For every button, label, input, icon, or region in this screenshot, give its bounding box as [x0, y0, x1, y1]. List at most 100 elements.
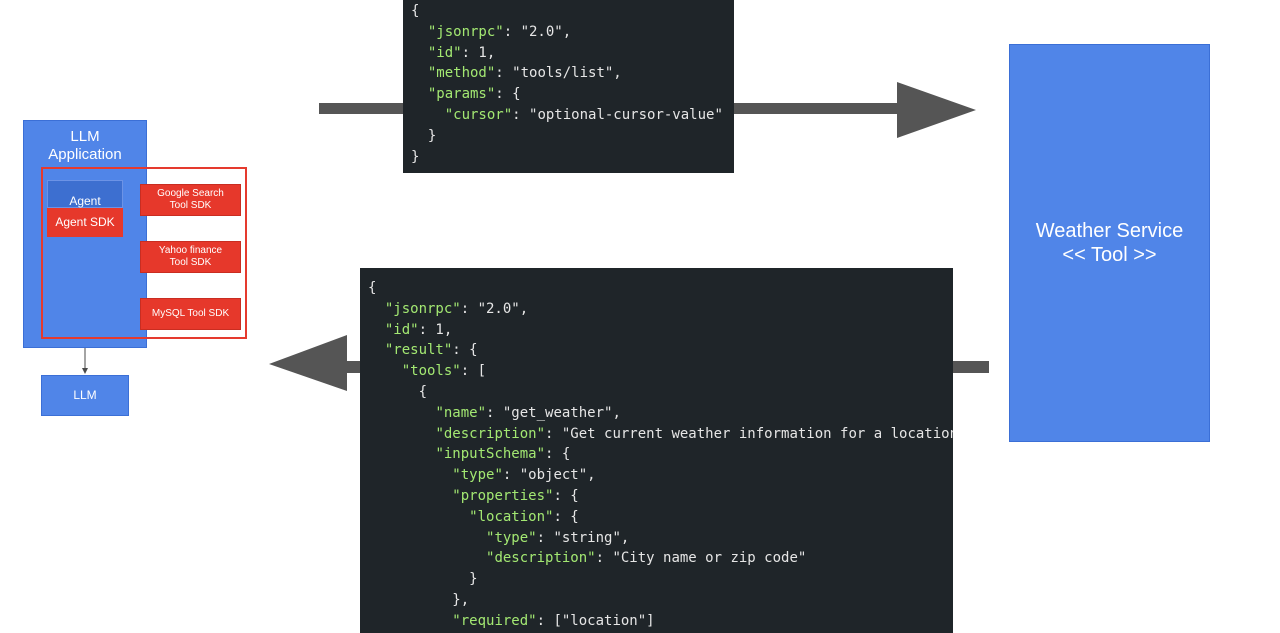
weather-service-box: Weather Service << Tool >> — [1009, 44, 1210, 442]
code-key: "description" — [486, 550, 596, 567]
code-line: "id": 1, — [411, 43, 734, 64]
code-text: : { — [553, 487, 579, 504]
code-text: : { — [452, 342, 478, 359]
code-text — [411, 86, 428, 102]
weather-service-stereotype: << Tool >> — [1062, 244, 1157, 266]
code-line: { — [368, 382, 953, 403]
code-key: "method" — [427, 65, 496, 82]
code-text: : "City name or zip code" — [595, 550, 807, 567]
code-line: "properties": { — [368, 486, 953, 507]
code-line: "name": "get_weather", — [368, 403, 953, 424]
code-text: : "2.0", — [460, 300, 529, 317]
code-line: }, — [368, 590, 953, 611]
code-text — [368, 488, 452, 504]
code-line: "description": "Get current weather info… — [368, 424, 953, 445]
code-text — [368, 550, 486, 566]
code-text: : [ — [460, 363, 487, 380]
code-text: : "tools/list", — [495, 65, 622, 82]
code-line: "inputSchema": { — [368, 444, 953, 465]
code-text — [368, 301, 385, 317]
code-key: "cursor" — [444, 106, 513, 123]
code-line: "description": "City name or zip code" — [368, 548, 953, 569]
code-text — [368, 467, 452, 483]
code-line: "cursor": "optional-cursor-value" — [411, 105, 734, 126]
code-line: "tools": [ — [368, 361, 953, 382]
code-line: { — [411, 1, 734, 22]
code-text: : { — [553, 508, 579, 525]
code-line: "result": { — [368, 340, 953, 361]
code-line: "jsonrpc": "2.0", — [411, 22, 734, 43]
code-text: { — [368, 383, 428, 400]
llm-box: LLM — [41, 375, 129, 416]
code-key: "jsonrpc" — [427, 23, 504, 40]
llm-application-title-line2: Application — [48, 146, 122, 163]
tool-sdk-label-line2: Tool SDK — [169, 257, 212, 268]
agent-box: Agent — [47, 180, 123, 208]
code-key: "type" — [486, 529, 537, 546]
code-key: "location" — [469, 508, 554, 525]
code-text: } — [411, 127, 437, 144]
code-text: { — [368, 280, 377, 296]
code-key: "type" — [452, 467, 503, 484]
weather-service-title: Weather Service — [1035, 220, 1184, 242]
code-text: : 1, — [418, 321, 453, 338]
tool-sdk-label-line1: MySQL Tool SDK — [151, 308, 230, 319]
code-key: "id" — [427, 44, 462, 61]
code-text: : "optional-cursor-value" — [512, 106, 723, 123]
code-text: : { — [545, 446, 571, 463]
code-text — [368, 322, 385, 338]
code-text — [368, 509, 469, 525]
code-text — [368, 342, 385, 358]
code-text: }, — [368, 591, 470, 608]
code-text: : "Get current weather information for a… — [545, 425, 953, 442]
code-key: "id" — [384, 321, 419, 338]
code-text — [368, 363, 402, 379]
code-text — [368, 426, 435, 442]
google-search-tool-sdk: Google Search Tool SDK — [140, 184, 241, 216]
code-text: : ["location"] — [536, 612, 655, 629]
code-line: { — [368, 278, 953, 299]
code-line: "required": ["location"] — [368, 611, 953, 632]
code-text: : "get_weather", — [486, 404, 621, 421]
code-line: } — [411, 126, 734, 147]
llm-application-title: LLM Application — [23, 128, 147, 164]
response-json-panel: { "jsonrpc": "2.0", "id": 1, "result": {… — [360, 268, 953, 633]
code-line: "id": 1, — [368, 320, 953, 341]
code-line: } — [411, 147, 734, 168]
code-line: } — [368, 569, 953, 590]
code-text — [368, 530, 486, 546]
code-key: "properties" — [452, 487, 554, 504]
mysql-tool-sdk: MySQL Tool SDK — [140, 298, 241, 330]
agent-sdk-box: Agent SDK — [47, 208, 123, 237]
tool-sdk-label-line1: Yahoo finance — [158, 245, 223, 256]
code-text — [411, 24, 428, 40]
tool-sdk-label-line2: Tool SDK — [169, 200, 212, 211]
code-key: "inputSchema" — [435, 446, 546, 463]
code-line: "type": "string", — [368, 528, 953, 549]
yahoo-finance-tool-sdk: Yahoo finance Tool SDK — [140, 241, 241, 273]
request-json-panel: { "jsonrpc": "2.0", "id": 1, "method": "… — [403, 0, 734, 173]
code-text: } — [368, 571, 478, 588]
tool-sdk-label-line1: Google Search — [157, 188, 224, 199]
code-line: "method": "tools/list", — [411, 63, 734, 84]
code-text: { — [411, 3, 420, 19]
code-key: "name" — [435, 404, 487, 421]
code-text — [411, 65, 428, 81]
code-text — [411, 45, 428, 61]
code-line: "location": { — [368, 507, 953, 528]
code-text: : "2.0", — [503, 23, 572, 40]
code-text — [368, 405, 435, 421]
code-text: : "object", — [502, 467, 596, 484]
agent-tools-frame — [41, 167, 247, 339]
code-key: "description" — [435, 425, 546, 442]
code-key: "jsonrpc" — [384, 300, 461, 317]
llm-application-title-line1: LLM — [70, 128, 100, 145]
code-text: : "string", — [536, 529, 630, 546]
code-key: "params" — [427, 86, 496, 103]
code-line: "type": "object", — [368, 465, 953, 486]
code-key: "result" — [384, 342, 453, 359]
code-key: "tools" — [401, 363, 461, 380]
code-line: "jsonrpc": "2.0", — [368, 299, 953, 320]
code-text: : 1, — [461, 44, 496, 61]
code-text — [411, 107, 445, 123]
